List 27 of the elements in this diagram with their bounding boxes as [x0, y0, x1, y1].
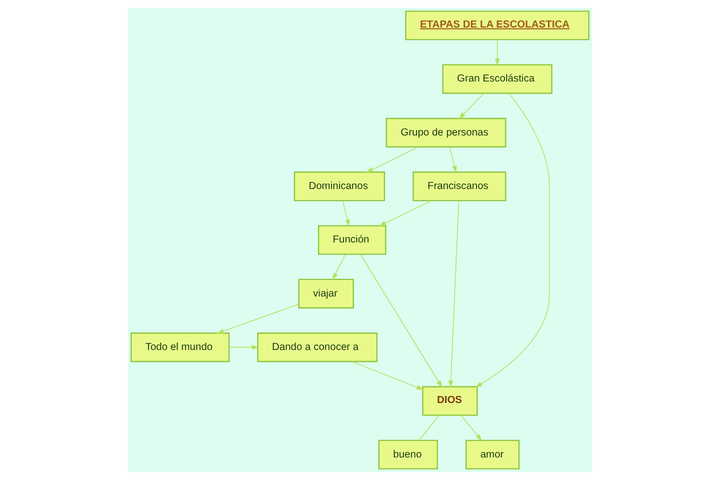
node-box: ETAPAS DE LA ESCOLASTICA: [405, 10, 590, 40]
arrow: [228, 344, 259, 350]
node-box: amor: [466, 440, 520, 470]
node-box: Dando a conocer a: [257, 332, 378, 362]
node-box: Gran Escolástica: [442, 64, 552, 94]
node-box: Grupo de personas: [386, 118, 506, 148]
arrow: [448, 200, 460, 388]
arrow: [332, 254, 346, 280]
arrow: [216, 304, 299, 334]
arrow: [458, 93, 484, 119]
node-box: Dominicanos: [294, 172, 386, 202]
arrow: [460, 415, 482, 441]
node-box: DIOS: [422, 386, 478, 416]
node-box: Todo el mundo: [130, 332, 230, 362]
node-box: bueno: [378, 440, 438, 470]
arrow: [475, 93, 550, 388]
arrow: [366, 146, 419, 173]
arrow: [378, 200, 432, 226]
arrow: [360, 254, 442, 388]
arrow: [494, 39, 500, 66]
node-box: Función: [318, 225, 386, 255]
node-box: Franciscanos: [412, 172, 506, 202]
arrow: [449, 146, 457, 173]
connector: [418, 415, 440, 440]
arrow: [342, 200, 350, 227]
node-box: viajar: [298, 278, 354, 308]
arrow: [351, 361, 424, 390]
